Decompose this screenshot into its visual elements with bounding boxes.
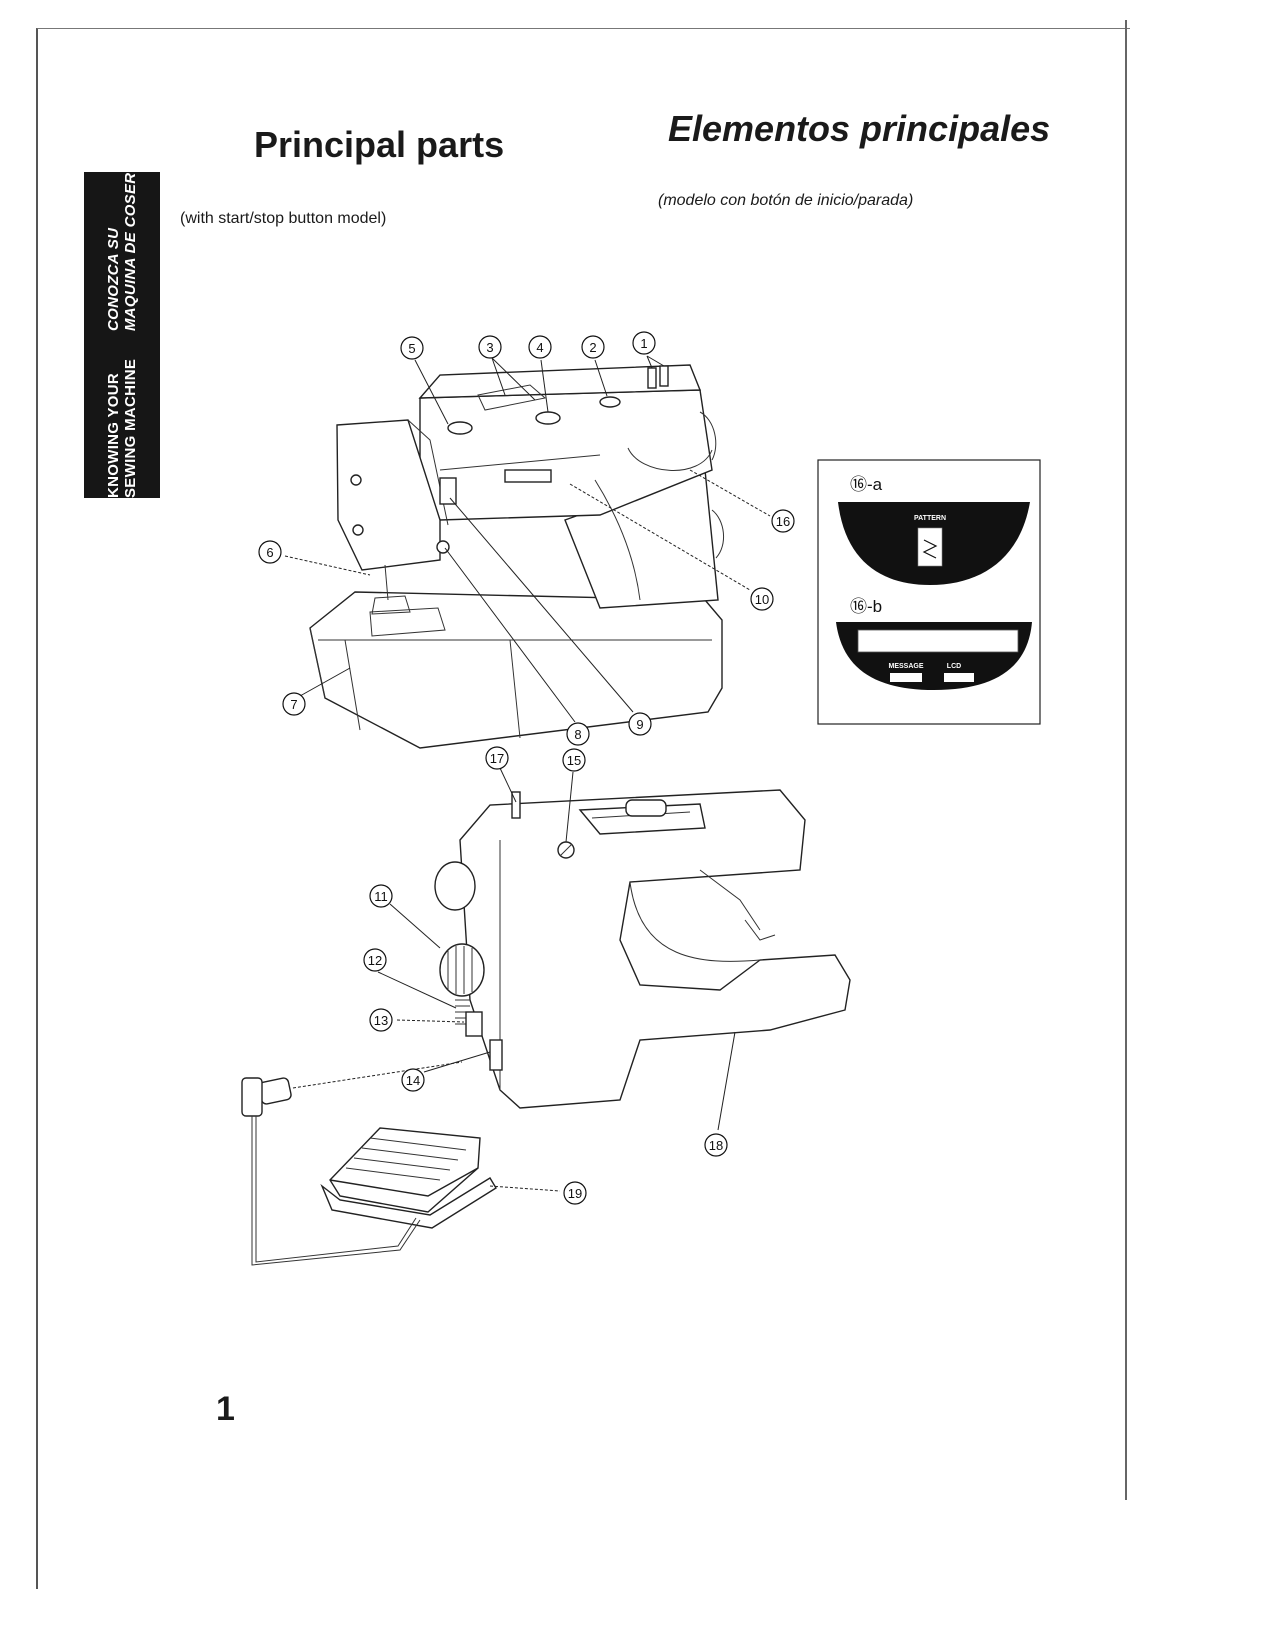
sewing-machine-rear-drawing [434,789,851,1109]
svg-text:13: 13 [374,1013,388,1028]
callout-19: 19 [563,1181,587,1205]
svg-text:⑯-b: ⑯-b [850,597,882,616]
callout-17: 17 [485,746,509,770]
page-edge [1125,20,1127,1500]
svg-text:18: 18 [709,1138,723,1153]
svg-text:14: 14 [406,1073,420,1088]
svg-text:6: 6 [266,545,273,560]
svg-text:PATTERN: PATTERN [914,515,946,522]
callout-6: 6 [258,540,282,564]
svg-text:17: 17 [490,751,504,766]
callout-7: 7 [282,692,306,716]
callout-15: 15 [562,748,586,772]
callout-1: 1 [632,331,656,355]
callout-13: 13 [369,1008,393,1032]
callout-8: 8 [566,722,590,746]
side-section-tab: KNOWING YOUR SEWING MACHINE CONOZCA SU M… [84,172,160,498]
svg-text:1: 1 [640,336,647,351]
svg-text:11: 11 [374,889,388,904]
svg-text:19: 19 [568,1186,582,1201]
sewing-machine-front-drawing [309,364,724,749]
display-inset: ⑯-a PATTERN ⑯-b MESSAGE LCD [817,459,1041,725]
title-spanish: Elementos principales [668,108,1051,149]
svg-text:10: 10 [755,592,769,607]
callout-11: 11 [369,884,393,908]
callout-5: 5 [400,336,424,360]
callout-16: 16 [771,509,795,533]
callout-4: 4 [528,335,552,359]
callout-3: 3 [478,335,502,359]
svg-text:LCD: LCD [947,663,961,670]
title-english: Principal parts [254,124,505,165]
svg-text:9: 9 [636,717,643,732]
svg-text:7: 7 [290,697,297,712]
svg-text:15: 15 [567,753,581,768]
svg-text:5: 5 [408,341,415,356]
callout-12: 12 [363,948,387,972]
svg-text:2: 2 [589,340,596,355]
svg-text:16: 16 [776,514,790,529]
svg-text:⑯-a: ⑯-a [850,475,883,494]
callout-9: 9 [628,712,652,736]
page-frame [36,28,1130,1589]
svg-text:3: 3 [486,340,493,355]
subtitle-english: (with start/stop button model) [180,210,387,227]
upper-leader-lines [284,355,771,723]
lower-leader-lines [292,767,736,1192]
callout-10: 10 [750,587,774,611]
subtitle-spanish: (modelo con botón de inicio/parada) [658,192,914,209]
page-number: 1 [216,1390,235,1428]
callout-18: 18 [704,1133,728,1157]
svg-text:4: 4 [536,340,543,355]
svg-text:MESSAGE: MESSAGE [888,663,923,670]
foot-controller-drawing [241,1077,497,1266]
svg-text:8: 8 [574,727,581,742]
callout-14: 14 [401,1068,425,1092]
svg-text:12: 12 [368,953,382,968]
callout-2: 2 [581,335,605,359]
